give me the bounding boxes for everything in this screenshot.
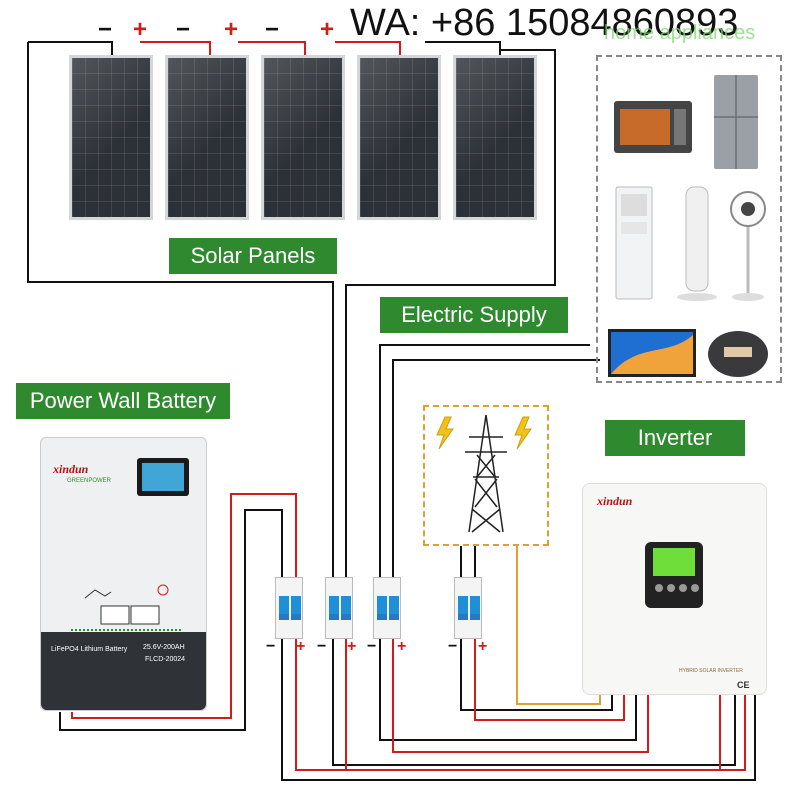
inverter-cert-text: CE — [737, 680, 750, 690]
breaker-output-wire — [295, 639, 721, 771]
inverter-button[interactable] — [691, 584, 699, 592]
breaker-positive-terminal: + — [296, 638, 306, 655]
inverter-button[interactable] — [679, 584, 687, 592]
television-icon — [608, 329, 696, 377]
solar-house-graphic — [71, 584, 181, 631]
air-conditioner-icon — [615, 186, 653, 300]
breaker-output-wire — [474, 639, 625, 721]
ac-breaker-grid[interactable] — [454, 577, 482, 639]
home-appliances-box — [596, 55, 782, 383]
breaker-positive-terminal: + — [478, 638, 488, 655]
standing-fan-icon — [730, 191, 766, 301]
inverter-lcd-screen — [653, 548, 695, 576]
grid-power-box — [423, 405, 549, 546]
terminal-positive: + — [224, 16, 239, 43]
lightning-icon — [514, 416, 532, 450]
oven-icon — [614, 101, 692, 153]
breaker-negative-terminal: − — [367, 638, 377, 655]
breaker-output-wire — [392, 639, 649, 753]
solar-panel — [357, 55, 441, 220]
terminal-negative: − — [176, 16, 191, 43]
inverter-button[interactable] — [655, 584, 663, 592]
solar-string-wire — [238, 41, 306, 55]
breaker-output-wire — [281, 639, 756, 781]
solar-panel — [69, 55, 153, 220]
battery-spec: 25.6V-200AH — [143, 644, 185, 651]
breaker-positive-terminal: + — [347, 638, 357, 655]
battery-sub-brand: GREENPOWER — [67, 478, 112, 484]
lightning-icon — [436, 416, 454, 450]
grid-supply-wire — [379, 344, 590, 578]
terminal-positive: + — [133, 16, 148, 43]
battery-display — [137, 458, 189, 496]
inverter-label: Inverter — [605, 420, 745, 456]
solar-panels-label: Solar Panels — [169, 238, 337, 274]
inverter-product-text: HYBRID SOLAR INVERTER — [679, 668, 743, 674]
battery-brand: xindun — [53, 462, 89, 476]
inverter-brand: xindun — [597, 494, 633, 508]
rice-cooker-icon — [708, 331, 768, 377]
electric-supply-label: Electric Supply — [380, 297, 568, 333]
solar-output-wire — [27, 42, 334, 578]
breaker-negative-terminal: − — [266, 638, 276, 655]
solar-panel — [261, 55, 345, 220]
terminal-negative: − — [98, 16, 113, 43]
faded-watermark: home appliances — [604, 22, 756, 44]
ac-breaker-supply[interactable] — [373, 577, 401, 639]
solar-string-wire — [28, 41, 113, 55]
power-pylon-icon — [465, 414, 507, 533]
contact-watermark: WA: +86 15084860893 — [350, 2, 739, 44]
breaker-output-wire — [379, 639, 637, 741]
dc-breaker-battery[interactable] — [275, 577, 303, 639]
solar-panel — [165, 55, 249, 220]
breaker-negative-terminal: − — [448, 638, 458, 655]
breaker-output-wire — [460, 639, 613, 711]
battery-model: FLCD-20024 — [145, 656, 186, 663]
solar-string-wire — [140, 41, 211, 55]
power-wall-battery-label: Power Wall Battery — [16, 383, 230, 419]
breaker-positive-terminal: + — [397, 638, 407, 655]
hybrid-inverter: xindun HYBRID SOLAR INVERTER CE — [582, 483, 767, 695]
grid-supply-wire — [392, 359, 600, 578]
breaker-negative-terminal: − — [317, 638, 327, 655]
solar-output-wire — [345, 42, 556, 578]
power-wall-battery: xindun GREENPOWER LiFePO4 Lithium Batter… — [40, 437, 207, 711]
refrigerator-icon — [714, 75, 758, 169]
terminal-negative: − — [265, 16, 280, 43]
dc-breaker-solar[interactable] — [325, 577, 353, 639]
battery-positive-wire — [71, 493, 297, 719]
battery-negative-wire — [59, 509, 283, 731]
grid-to-inverter-wire — [516, 546, 601, 705]
solar-string-wire — [335, 41, 401, 55]
solar-panel — [453, 55, 537, 220]
breaker-output-wire — [332, 639, 736, 766]
terminal-positive: + — [320, 16, 335, 43]
battery-type: LiFePO4 Lithium Battery — [51, 646, 128, 653]
tower-fan-icon — [677, 186, 717, 301]
inverter-control-panel — [645, 542, 703, 608]
battery-base: LiFePO4 Lithium Battery 25.6V-200AH FLCD… — [41, 632, 206, 710]
inverter-button[interactable] — [667, 584, 675, 592]
